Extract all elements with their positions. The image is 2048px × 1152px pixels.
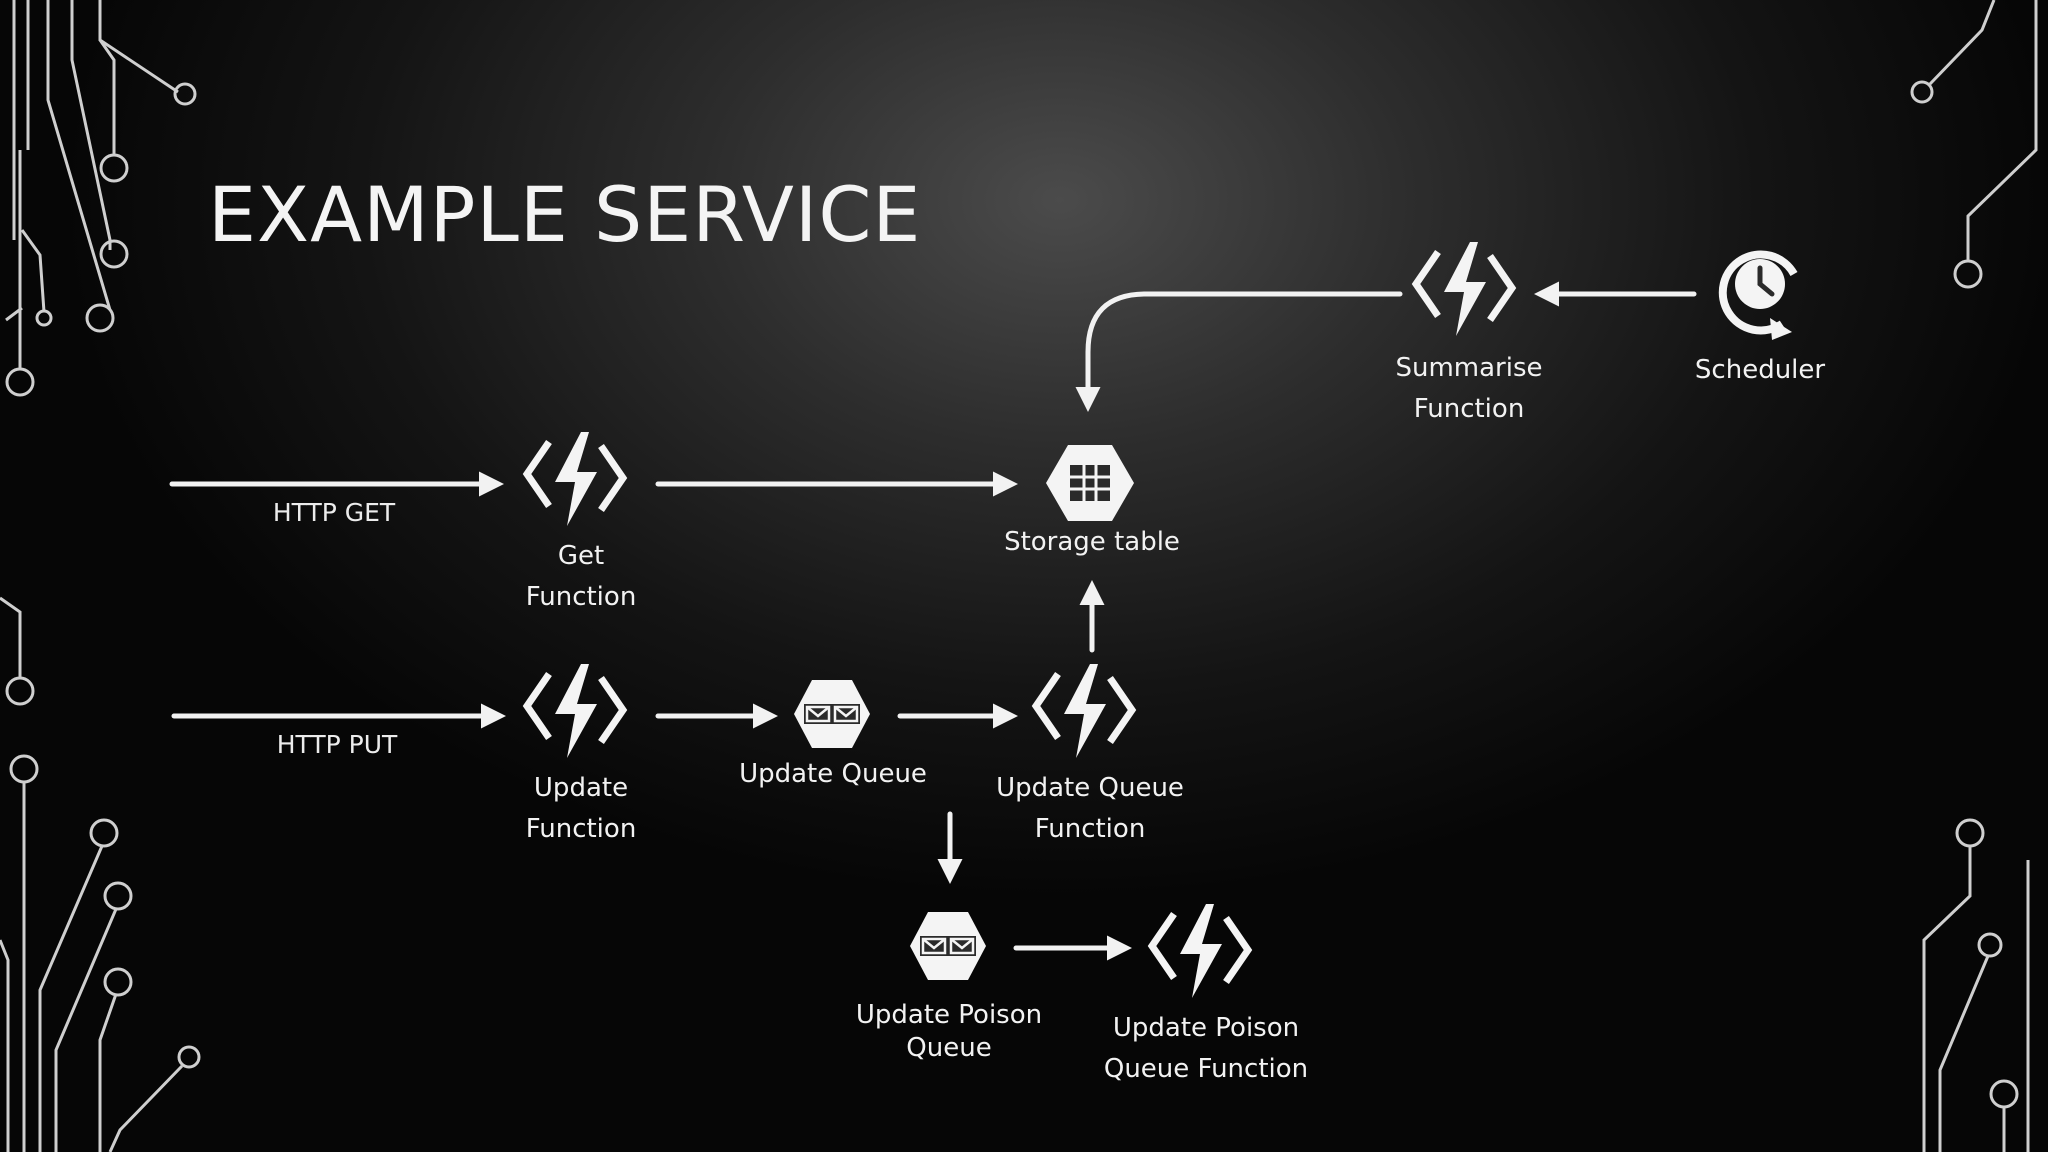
scheduler-label-line1: Scheduler	[1694, 355, 1826, 385]
update-function-label-line1: Update	[533, 773, 629, 803]
arrow-summarise-function-to-storage-table	[1075, 291, 1403, 412]
summarise-function-label-line2: Function	[1413, 394, 1525, 424]
update-poison-queue-function-label-line1: Update Poison	[1112, 1013, 1300, 1043]
update-queue-function-label-line1: Update Queue	[996, 773, 1184, 803]
update-queue-function-label: Update Queue Function	[996, 768, 1184, 850]
circuit-decoration-bottom-right	[1922, 818, 2030, 1152]
circuit-decoration-top-right	[1910, 0, 2038, 289]
azure-function-icon	[1147, 904, 1253, 998]
azure-function-icon	[522, 664, 628, 758]
update-poison-queue-function-label: Update Poison Queue Function	[1104, 1008, 1308, 1090]
storage-table-label: Storage table	[1004, 522, 1180, 563]
circuit-decoration-bottom-left	[0, 596, 201, 1152]
clock-icon	[1718, 250, 1798, 340]
update-poison-queue-label-line1: Update Poison	[855, 1000, 1043, 1030]
scheduler-label: Scheduler	[1695, 350, 1825, 391]
summarise-function-label: Summarise Function	[1395, 348, 1542, 430]
update-poison-queue-label-line2: Queue	[906, 1033, 992, 1063]
slide-title: EXAMPLE SERVICE	[208, 170, 922, 259]
connectors	[169, 281, 1697, 961]
get-function-label: Get Function	[526, 536, 637, 618]
azure-function-icon	[1411, 242, 1517, 336]
update-function-label: Update Function	[526, 768, 637, 850]
storage-table-label-line1: Storage table	[1004, 527, 1180, 557]
http-put-label: HTTP PUT	[276, 730, 398, 759]
update-queue-label-line1: Update Queue	[739, 759, 927, 789]
queue-icon	[794, 680, 870, 748]
update-queue-function-label-line2: Function	[1034, 814, 1146, 844]
summarise-function-label-line1: Summarise	[1395, 353, 1543, 383]
azure-function-icon	[1031, 664, 1137, 758]
update-poison-queue-label: Update Poison Queue	[856, 999, 1042, 1065]
azure-function-icon	[522, 432, 628, 526]
circuit-decoration-top-left	[5, 0, 197, 397]
update-poison-queue-function-label-line2: Queue Function	[1103, 1054, 1309, 1084]
get-function-label-line1: Get	[557, 541, 605, 571]
queue-icon	[910, 912, 986, 980]
table-icon	[1046, 445, 1134, 521]
http-get-label: HTTP GET	[272, 498, 396, 527]
update-function-label-line2: Function	[525, 814, 637, 844]
get-function-label-line2: Function	[525, 582, 637, 612]
update-queue-label: Update Queue	[739, 754, 927, 795]
